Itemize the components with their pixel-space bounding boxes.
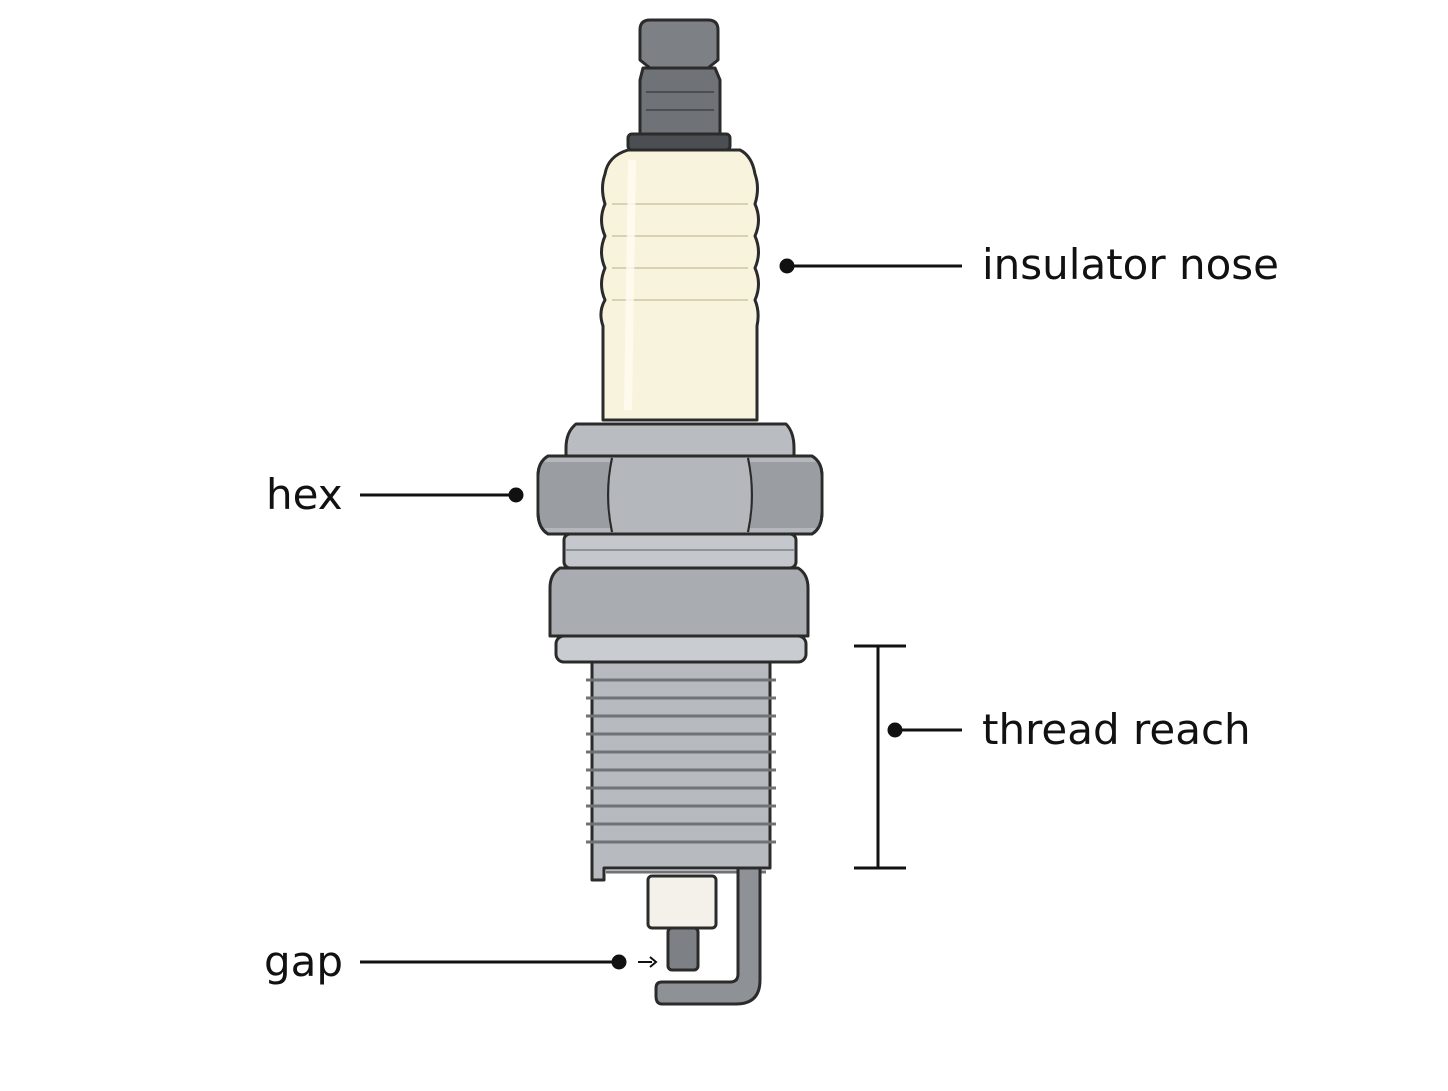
label-gap: gap xyxy=(264,937,344,986)
hex-leader xyxy=(360,487,524,503)
firing-end xyxy=(646,866,762,1006)
ground-electrode xyxy=(654,866,762,1006)
shell-neck xyxy=(562,532,798,570)
hex-body xyxy=(536,454,824,536)
ceramic-insulator xyxy=(599,148,760,422)
gap-leader xyxy=(360,954,658,970)
insulator-nose-leader xyxy=(779,258,962,274)
label-hex: hex xyxy=(266,470,343,519)
label-thread-reach: thread reach xyxy=(982,705,1251,754)
threaded-section xyxy=(586,660,776,882)
terminal-nut xyxy=(626,18,732,152)
center-electrode xyxy=(666,926,700,972)
thread-reach-bracket xyxy=(854,644,962,870)
label-insulator-nose: insulator nose xyxy=(982,240,1280,289)
shell-collar xyxy=(548,566,810,664)
